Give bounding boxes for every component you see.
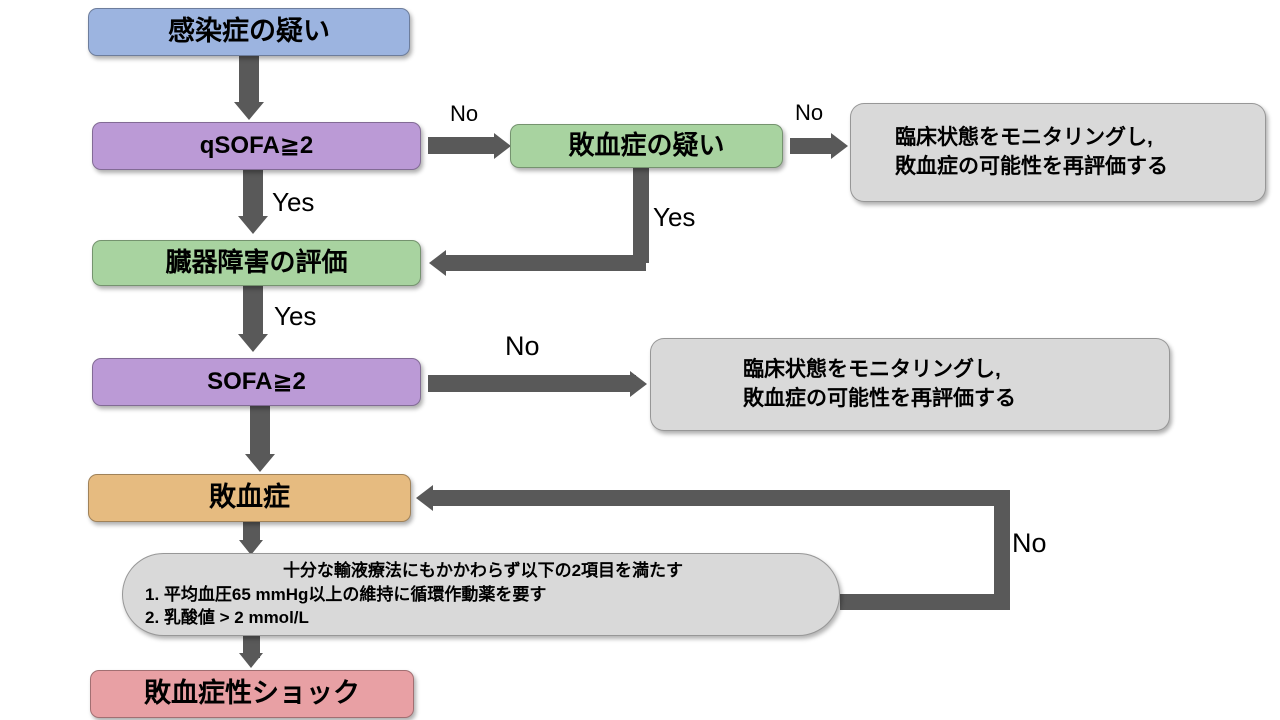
- arrow-qsofa-to-organ-eval-head: [238, 216, 268, 234]
- node-monitor-reassess-1[interactable]: 臨床状態をモニタリングし, 敗血症の可能性を再評価する: [850, 103, 1266, 202]
- monitor-2-line-1: 臨床状態をモニタリングし,: [743, 358, 1001, 382]
- arrow-criteria-no-head: [416, 485, 433, 511]
- edge-label-qsofa-yes: Yes: [272, 187, 315, 217]
- arrow-sepsis-suspect-yes-head: [429, 250, 446, 276]
- arrow-qsofa-no-head: [494, 133, 511, 159]
- arrow-sepsis-suspect-no-head: [831, 133, 848, 159]
- monitor-1-line-2: 敗血症の可能性を再評価する: [895, 154, 1168, 178]
- node-septic-shock[interactable]: 敗血症性ショック: [90, 670, 414, 718]
- arrow-organ-eval-to-sofa-shaft: [243, 286, 263, 336]
- arrow-sepsis-suspect-no-shaft: [790, 138, 835, 154]
- monitor-2-line-2: 敗血症の可能性を再評価する: [743, 386, 1016, 410]
- monitor-1-line-1: 臨床状態をモニタリングし,: [895, 126, 1153, 150]
- criteria-item-2: 2. 乳酸値 > 2 mmol/L: [145, 608, 309, 628]
- criteria-item-1: 1. 平均血圧65 mmHg以上の維持に循環作動薬を要す: [145, 584, 547, 604]
- arrow-criteria-no-horizontal-lower: [840, 594, 1010, 610]
- node-suspected-infection[interactable]: 感染症の疑い: [88, 8, 410, 56]
- node-suspected-sepsis[interactable]: 敗血症の疑い: [510, 124, 783, 168]
- node-organ-dysfunction-evaluation[interactable]: 臓器障害の評価: [92, 240, 421, 286]
- edge-label-sepsis-suspect-no: No: [795, 100, 824, 125]
- arrow-sofa-to-sepsis-head: [245, 454, 275, 472]
- arrow-criteria-to-shock-shaft: [243, 636, 260, 658]
- arrow-sepsis-suspect-yes-vertical: [633, 168, 649, 263]
- node-qsofa-threshold[interactable]: qSOFA≧2: [92, 122, 421, 170]
- edge-label-organ-eval-yes: Yes: [274, 301, 317, 331]
- arrow-infection-to-qsofa-head: [234, 102, 264, 120]
- arrow-organ-eval-to-sofa-head: [238, 334, 268, 352]
- node-sofa-threshold[interactable]: SOFA≧2: [92, 358, 421, 406]
- arrow-sepsis-to-criteria-shaft: [243, 522, 260, 544]
- edge-label-criteria-no: No: [1012, 528, 1047, 558]
- edge-label-sepsis-suspect-yes: Yes: [653, 202, 696, 232]
- edge-label-sofa-no: No: [505, 331, 540, 361]
- criteria-heading: 十分な輸液療法にもかかわらず以下の2項目を満たす: [282, 561, 684, 580]
- arrow-qsofa-to-organ-eval-shaft: [243, 170, 263, 218]
- arrow-sepsis-to-criteria-head: [239, 540, 263, 555]
- node-sepsis[interactable]: 敗血症: [88, 474, 411, 522]
- arrow-qsofa-no-shaft: [428, 137, 498, 154]
- arrow-criteria-no-horizontal-upper: [432, 490, 1010, 506]
- arrow-sepsis-suspect-yes-horizontal: [446, 255, 646, 271]
- node-shock-criteria[interactable]: 十分な輸液療法にもかかわらず以下の2項目を満たす 1. 平均血圧65 mmHg以…: [122, 553, 840, 636]
- arrow-criteria-no-vertical: [994, 490, 1010, 610]
- node-monitor-reassess-2[interactable]: 臨床状態をモニタリングし, 敗血症の可能性を再評価する: [650, 338, 1170, 431]
- arrow-infection-to-qsofa-shaft: [239, 56, 259, 104]
- arrow-sofa-no-shaft: [428, 375, 636, 392]
- arrow-sofa-to-sepsis-shaft: [250, 406, 270, 456]
- edge-label-qsofa-no: No: [450, 101, 479, 126]
- arrow-sofa-no-head: [630, 371, 647, 397]
- arrow-criteria-to-shock-head: [239, 653, 263, 668]
